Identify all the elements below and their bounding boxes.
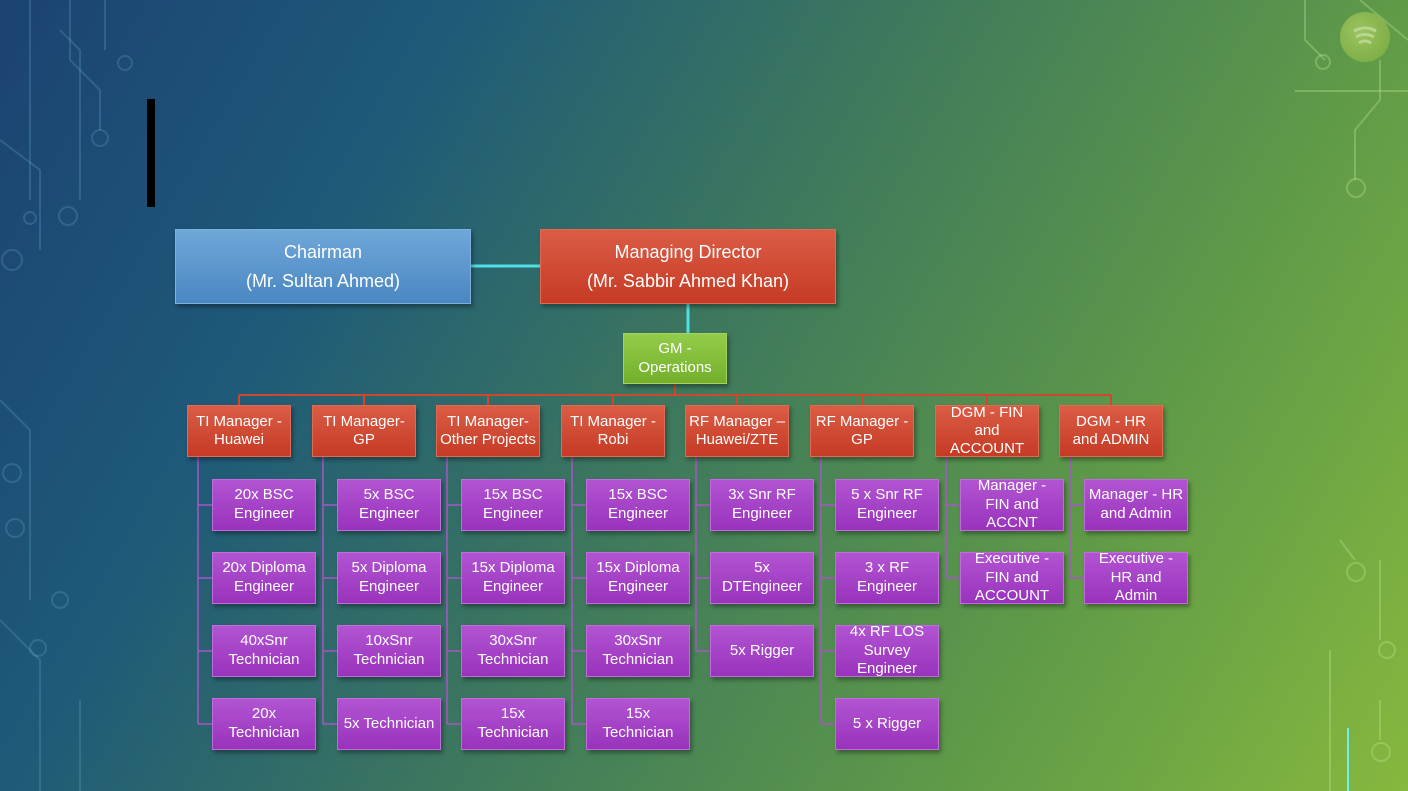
department-manager-label: RF Manager - GP	[815, 413, 909, 448]
department-manager-box: TI Manager- Other Projects	[436, 405, 540, 457]
department-manager-label: DGM - HR and ADMIN	[1072, 413, 1150, 448]
staff-label: 15x Technician	[602, 705, 674, 741]
staff-box: Manager - HR and Admin	[1084, 479, 1188, 531]
staff-label: 5x Diploma Engineer	[351, 559, 427, 595]
staff-box: 5 x Snr RF Engineer	[835, 479, 939, 531]
staff-label: Executive - FIN and ACCOUNT	[974, 549, 1050, 605]
department-manager-label: TI Manager - Robi	[570, 413, 656, 448]
staff-label: 20x BSC Engineer	[233, 486, 295, 522]
chairman-title: Chairman	[283, 241, 362, 262]
title-accent-bar	[147, 99, 155, 207]
department-manager-box: RF Manager - GP	[810, 405, 914, 457]
staff-box: 5x Diploma Engineer	[337, 552, 441, 604]
staff-label: 15x Technician	[477, 705, 549, 741]
chairman-name: (Mr. Sultan Ahmed)	[245, 270, 401, 291]
staff-label: Executive - HR and Admin	[1098, 549, 1174, 605]
staff-box: 5 x Rigger	[835, 698, 939, 750]
staff-label: 3 x RF Engineer	[856, 559, 918, 595]
staff-label: 5x BSC Engineer	[358, 486, 420, 522]
staff-label: 40xSnr Technician	[228, 632, 300, 668]
department-manager-box: DGM - FIN and ACCOUNT	[935, 404, 1039, 457]
staff-label: 15x Diploma Engineer	[596, 559, 680, 595]
staff-box: 15x BSC Engineer	[586, 479, 690, 531]
staff-box: 15x Technician	[461, 698, 565, 750]
staff-label: 5x DTEngineer	[721, 559, 803, 595]
staff-box: 30xSnr Technician	[461, 625, 565, 677]
staff-label: 5x Technician	[343, 714, 435, 732]
staff-label: 30xSnr Technician	[477, 632, 549, 668]
gm-operations-box: GM - Operations	[623, 333, 727, 384]
staff-label: 20x Diploma Engineer	[222, 559, 306, 595]
staff-label: 30xSnr Technician	[602, 632, 674, 668]
staff-box: 5x BSC Engineer	[337, 479, 441, 531]
staff-box: 20x BSC Engineer	[212, 479, 316, 531]
staff-label: 4x RF LOS Survey Engineer	[849, 622, 925, 678]
staff-box: 20x Diploma Engineer	[212, 552, 316, 604]
staff-box: 5x DTEngineer	[710, 552, 814, 604]
staff-box: 20x Technician	[212, 698, 316, 750]
staff-box: 15x Diploma Engineer	[461, 552, 565, 604]
staff-box: Executive - HR and Admin	[1084, 549, 1188, 605]
staff-label: 15x BSC Engineer	[482, 486, 544, 522]
staff-label: Manager - FIN and ACCNT	[977, 476, 1047, 532]
staff-box: 3x Snr RF Engineer	[710, 479, 814, 531]
staff-box: 10xSnr Technician	[337, 625, 441, 677]
staff-box: 5x Rigger	[710, 625, 814, 677]
staff-box: Manager - FIN and ACCNT	[960, 476, 1064, 532]
staff-label: 3x Snr RF Engineer	[728, 486, 796, 522]
staff-box: 15x BSC Engineer	[461, 479, 565, 531]
staff-box: Executive - FIN and ACCOUNT	[960, 549, 1064, 605]
staff-label: 15x Diploma Engineer	[471, 559, 555, 595]
staff-label: 5x Rigger	[729, 641, 795, 659]
department-manager-box: TI Manager - Huawei	[187, 405, 291, 457]
managing-director-box: Managing Director (Mr. Sabbir Ahmed Khan)	[540, 229, 836, 304]
md-name: (Mr. Sabbir Ahmed Khan)	[586, 270, 790, 291]
department-manager-label: DGM - FIN and ACCOUNT	[949, 404, 1025, 457]
department-manager-box: TI Manager- GP	[312, 405, 416, 457]
department-manager-label: TI Manager- Other Projects	[440, 413, 536, 448]
staff-label: Manager - HR and Admin	[1088, 486, 1184, 522]
staff-box: 4x RF LOS Survey Engineer	[835, 622, 939, 678]
staff-box: 30xSnr Technician	[586, 625, 690, 677]
staff-label: 5 x Rigger	[852, 714, 922, 732]
gm-label: GM - Operations	[638, 339, 712, 376]
staff-box: 15x Diploma Engineer	[586, 552, 690, 604]
logo-icon	[1340, 12, 1390, 62]
chairman-box: Chairman (Mr. Sultan Ahmed)	[175, 229, 471, 304]
staff-label: 5 x Snr RF Engineer	[851, 486, 923, 522]
department-manager-label: TI Manager- GP	[323, 413, 405, 448]
staff-label: 20x Technician	[228, 705, 300, 741]
staff-box: 3 x RF Engineer	[835, 552, 939, 604]
department-manager-label: RF Manager – Huawei/ZTE	[689, 413, 785, 448]
department-manager-box: RF Manager – Huawei/ZTE	[685, 405, 789, 457]
staff-box: 40xSnr Technician	[212, 625, 316, 677]
staff-label: 10xSnr Technician	[353, 632, 425, 668]
department-manager-box: DGM - HR and ADMIN	[1059, 405, 1163, 457]
department-manager-box: TI Manager - Robi	[561, 405, 665, 457]
staff-box: 15x Technician	[586, 698, 690, 750]
staff-label: 15x BSC Engineer	[607, 486, 669, 522]
staff-box: 5x Technician	[337, 698, 441, 750]
department-manager-label: TI Manager - Huawei	[196, 413, 282, 448]
md-title: Managing Director	[614, 241, 762, 262]
